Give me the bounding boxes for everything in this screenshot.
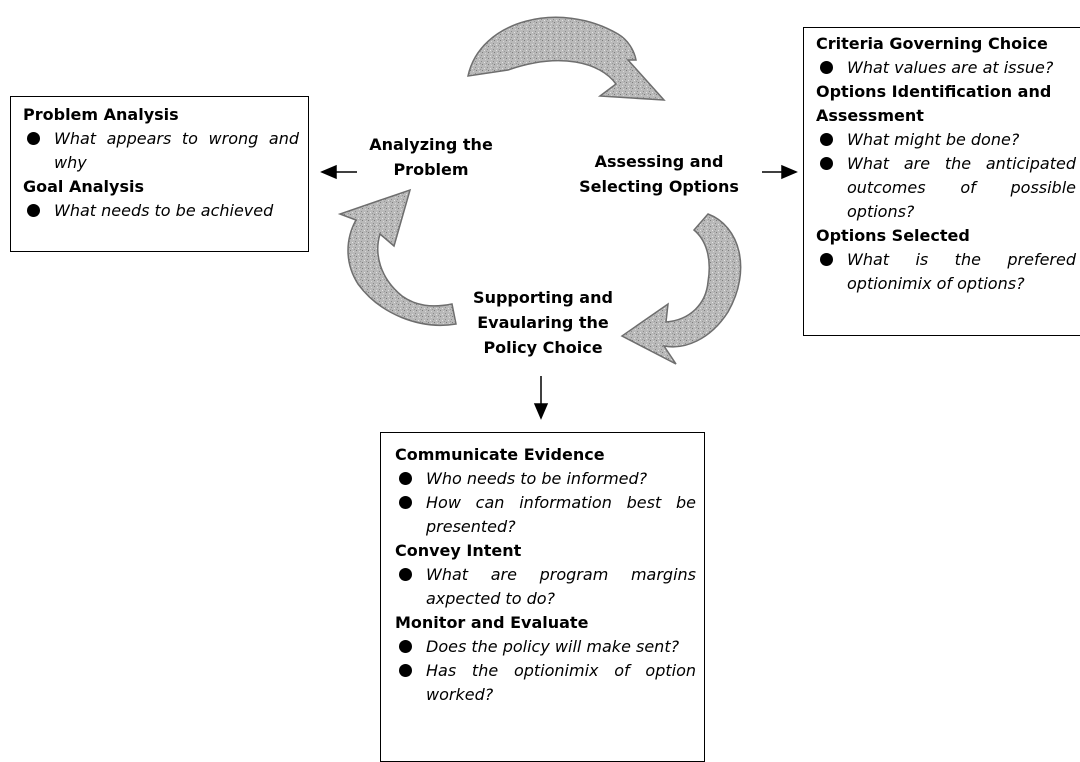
box-heading: Options Identification and Assessment: [816, 82, 1052, 125]
bullet-item: How can information best be presented?: [395, 491, 696, 539]
bullet-item: What are program margins axpected to do?: [395, 563, 696, 611]
bullet-item: What is the prefered optionimix of optio…: [816, 248, 1076, 296]
connector-to-bottom-box: [533, 376, 549, 420]
box-heading: Communicate Evidence: [395, 445, 605, 464]
bullet-item: Has the optionimix of option worked?: [395, 659, 696, 707]
bullet-item: What are the anticipated outcomes of pos…: [816, 152, 1076, 224]
box-heading: Problem Analysis: [23, 105, 179, 124]
bullet-item: Who needs to be informed?: [395, 467, 696, 491]
bullet-item: What needs to be achieved: [23, 199, 299, 223]
stage-label-assessing: Assessing and Selecting Options: [579, 152, 739, 196]
box-heading: Goal Analysis: [23, 177, 144, 196]
connector-to-right-box: [762, 164, 798, 180]
stage-label-analyzing: Analyzing the Problem: [369, 135, 493, 179]
left-info-box: Problem Analysis What appears to wrong a…: [10, 96, 309, 252]
box-heading: Options Selected: [816, 226, 970, 245]
box-heading: Monitor and Evaluate: [395, 613, 589, 632]
bullet-item: What appears to wrong and why: [23, 127, 299, 175]
bullet-item: What values are at issue?: [816, 56, 1076, 80]
stage-label-supporting: Supporting and Evaularing the Policy Cho…: [473, 288, 613, 357]
top-cycle-arrow: [467, 16, 666, 101]
bullet-item: Does the policy will make sent?: [395, 635, 696, 659]
bullet-item: What might be done?: [816, 128, 1076, 152]
right-cycle-arrow: [620, 213, 742, 365]
right-info-box: Criteria Governing Choice What values ar…: [803, 27, 1080, 336]
box-heading: Convey Intent: [395, 541, 522, 560]
left-cycle-arrow: [337, 188, 457, 326]
bottom-info-box: Communicate Evidence Who needs to be inf…: [380, 432, 705, 762]
box-heading: Criteria Governing Choice: [816, 34, 1048, 53]
connector-to-left-box: [320, 164, 357, 180]
